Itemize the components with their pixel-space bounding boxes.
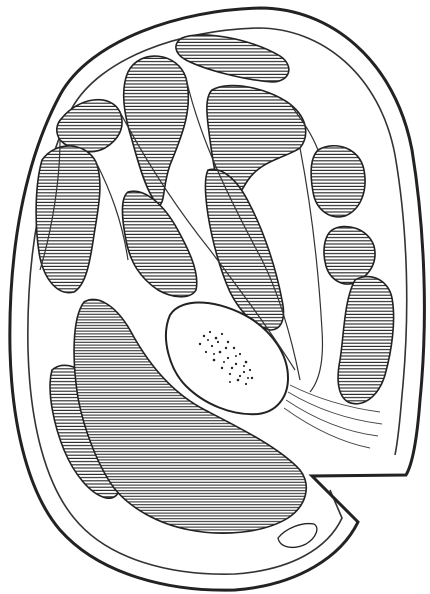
muscle-right-oval bbox=[311, 146, 365, 217]
